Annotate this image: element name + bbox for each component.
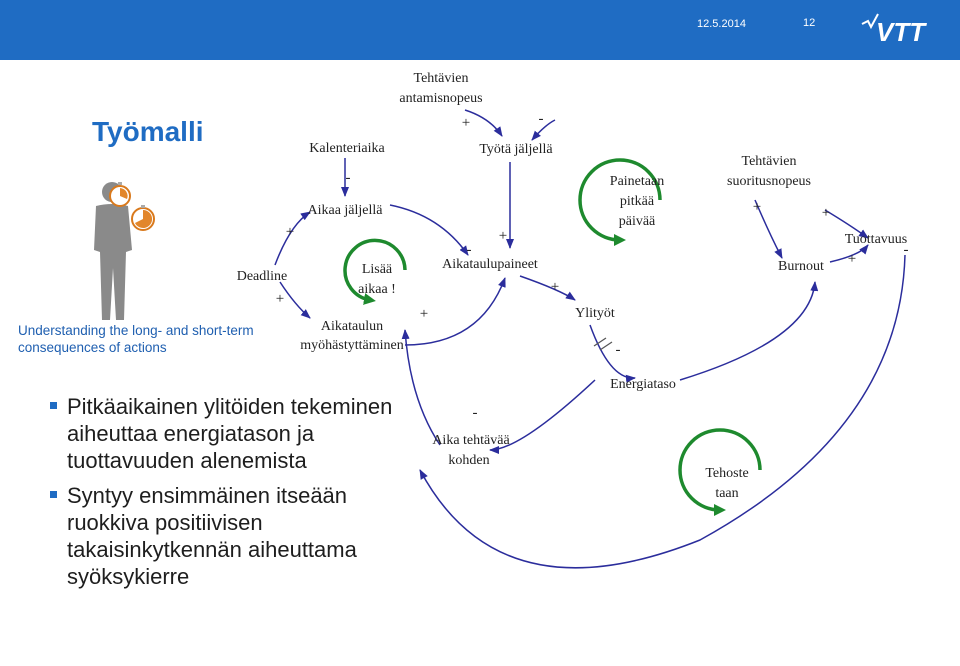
vtt-logo: VTT bbox=[861, 13, 927, 47]
sign-minus: - bbox=[473, 405, 478, 421]
sign-minus: - bbox=[904, 242, 909, 258]
var-antamisnopeus-line2: antamisnopeus bbox=[399, 91, 482, 106]
loop-painetaan-line1: Painetaan bbox=[610, 174, 664, 189]
link-energiataso-burnout bbox=[679, 281, 819, 381]
sign-plus: + bbox=[848, 251, 856, 267]
var-aika-tehtavaa-line1: Aika tehtävää bbox=[432, 433, 510, 448]
var-energiataso: Energiataso bbox=[610, 377, 676, 392]
link-suoritus-tuottavuus bbox=[824, 209, 869, 239]
person-silhouette bbox=[94, 182, 155, 320]
sign-plus: + bbox=[276, 291, 284, 307]
var-deadline: Deadline bbox=[237, 269, 288, 284]
var-aikataulun-line1: Aikataulun bbox=[321, 319, 383, 334]
loop-painetaan-line2: pitkää bbox=[620, 194, 655, 209]
stopwatch-icon bbox=[131, 205, 155, 231]
link-aikaa-paineet bbox=[389, 204, 469, 256]
delay-mark bbox=[593, 337, 613, 351]
logo-text: VTT bbox=[876, 17, 927, 47]
loop-tehoste-line2: taan bbox=[715, 486, 738, 501]
slide-date: 12.5.2014 bbox=[697, 18, 746, 30]
var-aika-tehtavaa-line2: kohden bbox=[448, 453, 489, 468]
bullet-marker bbox=[50, 491, 57, 498]
var-antamisnopeus-line1: Tehtävien bbox=[414, 71, 469, 86]
sign-plus: + bbox=[420, 306, 428, 322]
link-ylityot-energiataso bbox=[589, 324, 636, 383]
bullet-text: Syntyy ensimmäinen itseään ruokkiva posi… bbox=[67, 483, 357, 589]
bullet-marker bbox=[50, 402, 57, 409]
link-deadline-myohastyttaminen bbox=[279, 281, 311, 319]
sign-minus: - bbox=[467, 242, 472, 258]
var-aikataulun-line2: myöhästyttäminen bbox=[300, 338, 403, 353]
header-bar: 12.5.2014 12 VTT bbox=[0, 0, 960, 60]
var-suoritus-line2: suoritusnopeus bbox=[727, 174, 811, 189]
bullet-list: Pitkäaikainen ylitöiden tekeminen aiheut… bbox=[50, 393, 410, 598]
var-tuottavuus: Tuottavuus bbox=[845, 232, 908, 247]
loop-lisaa-aikaa-icon bbox=[343, 238, 407, 305]
var-kalenteriaika: Kalenteriaika bbox=[309, 141, 385, 156]
var-tyota-jaljella: Työtä jäljellä bbox=[479, 142, 553, 157]
stopwatch-icon bbox=[109, 182, 131, 207]
loop-tehoste-line1: Tehoste bbox=[705, 466, 748, 481]
var-aikaa-jaljella: Aikaa jäljellä bbox=[307, 203, 383, 218]
sign-plus: + bbox=[286, 224, 294, 240]
slide-title: Työmalli bbox=[92, 116, 204, 147]
loop-painetaan-line3: päivää bbox=[619, 214, 656, 229]
link-burnout-tuottavuus bbox=[829, 244, 869, 263]
sign-plus: + bbox=[822, 205, 830, 221]
link-outflow-tyota bbox=[531, 119, 556, 141]
bullet-item: Syntyy ensimmäinen itseään ruokkiva posi… bbox=[50, 482, 410, 590]
link-energiataso-aika bbox=[489, 379, 596, 454]
loop-lisaa-line1: Lisää bbox=[362, 262, 393, 277]
sign-minus: - bbox=[346, 170, 351, 186]
caption-text: Understanding the long- and short-term c… bbox=[18, 323, 254, 355]
loop-painetaan-icon bbox=[578, 158, 662, 246]
sign-plus: + bbox=[753, 199, 761, 215]
link-aika-myohastyttaminen bbox=[401, 329, 441, 446]
var-burnout: Burnout bbox=[778, 259, 824, 274]
var-aikataulupaineet: Aikataulupaineet bbox=[442, 257, 538, 272]
var-suoritus-line1: Tehtävien bbox=[742, 154, 797, 169]
sign-minus: - bbox=[539, 111, 544, 127]
sign-minus: - bbox=[616, 342, 621, 358]
link-tuottavuus-aika bbox=[419, 254, 906, 569]
link-antamisnopeus-tyota bbox=[464, 109, 503, 137]
var-ylityot: Ylityöt bbox=[575, 306, 615, 321]
loop-tehoste-icon bbox=[678, 428, 762, 516]
link-suoritus-burnout bbox=[754, 199, 783, 259]
sign-plus: + bbox=[499, 228, 507, 244]
loop-lisaa-line2: aikaa ! bbox=[358, 282, 396, 297]
sign-plus: + bbox=[462, 115, 470, 131]
causal-links bbox=[274, 109, 906, 569]
loop-indicators bbox=[343, 158, 762, 516]
bullet-item: Pitkäaikainen ylitöiden tekeminen aiheut… bbox=[50, 393, 410, 474]
link-paineet-ylityot bbox=[519, 275, 576, 301]
bullet-text: Pitkäaikainen ylitöiden tekeminen aiheut… bbox=[67, 394, 393, 473]
link-deadline-aikaa bbox=[274, 211, 311, 266]
sign-plus: + bbox=[551, 279, 559, 295]
page-number: 12 bbox=[803, 17, 816, 29]
link-myohastyttaminen-paineet bbox=[404, 277, 506, 346]
